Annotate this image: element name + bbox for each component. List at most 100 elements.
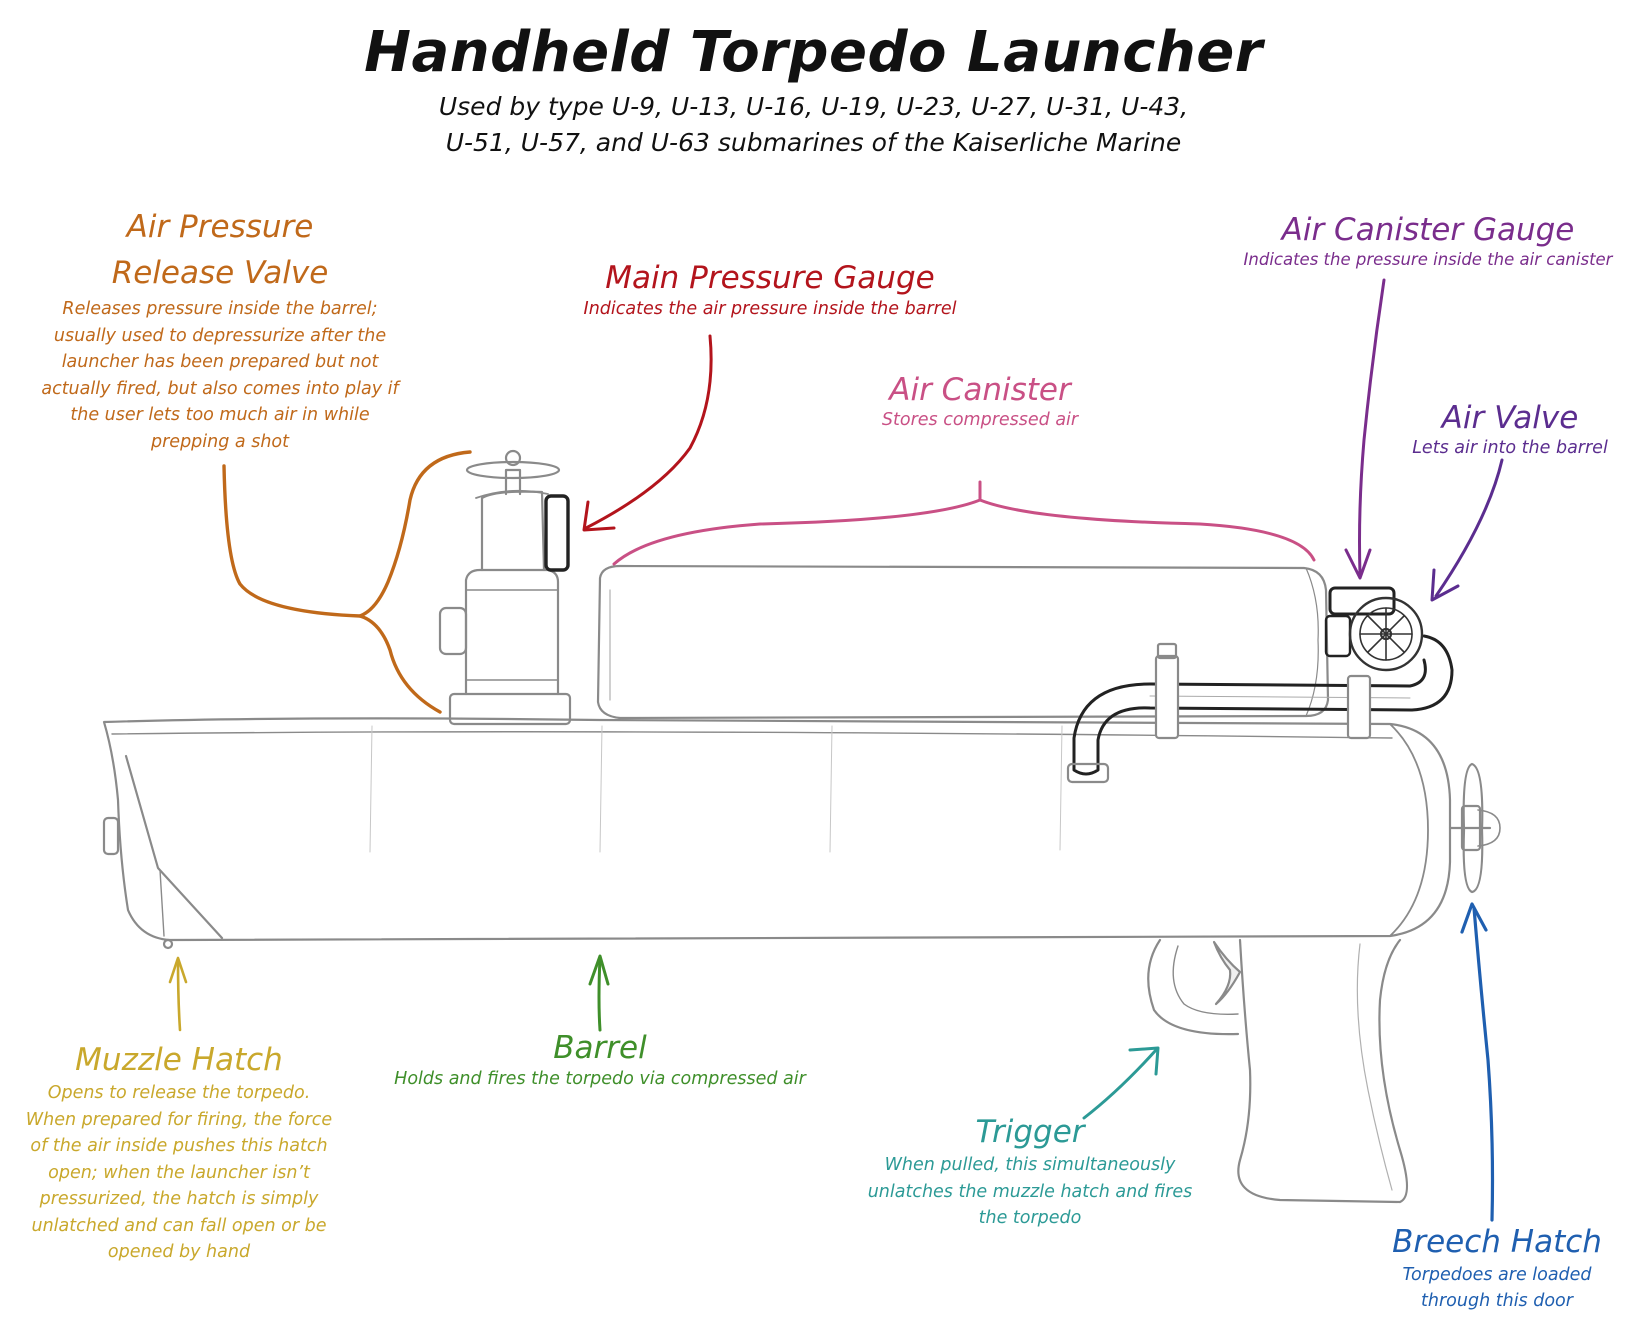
air-canister-gauge-arrow [1358, 278, 1386, 576]
barrel-arrow [597, 956, 602, 1032]
valve-side-knob [438, 606, 468, 656]
muzzle-hatch-desc-line-4: open; when the launcher isn’t [48, 1162, 310, 1183]
muzzle-hatch-door [124, 754, 224, 940]
air-valve-wheel [1348, 596, 1424, 672]
release-valve-bracket [358, 450, 472, 714]
label-air-valve: Air Valve Lets air into the barrel [1400, 398, 1620, 458]
main-pressure-gauge-name: Main Pressure Gauge [605, 260, 935, 296]
air-canister-nozzle [1324, 614, 1352, 658]
trigger-blade [1212, 940, 1242, 1006]
label-air-canister-gauge: Air Canister Gauge Indicates the pressur… [1230, 210, 1626, 270]
grip-outline [1237, 938, 1409, 1204]
main-pressure-gauge-arrowhead [582, 500, 616, 532]
muzzle-latch [162, 938, 174, 950]
trigger-desc-line-1: When pulled, this simultaneously [884, 1155, 1176, 1175]
trigger-arrow [1082, 1048, 1158, 1120]
main-pressure-gauge-arrow [584, 334, 713, 530]
air-canister-outline [596, 564, 1330, 720]
trigger-desc-line-2: unlatches the muzzle hatch and fires [867, 1181, 1193, 1202]
air-valve-desc: Lets air into the barrel [1412, 438, 1608, 458]
callouts [168, 278, 1504, 1222]
valve-cap [475, 489, 549, 499]
muzzle-hatch-desc-line-2: When prepared for firing, the force [25, 1109, 333, 1130]
valve-handwheel [465, 460, 561, 480]
valve-body [464, 568, 560, 696]
release-valve-name-line-1: Air Pressure [126, 209, 314, 245]
air-pipe-flange [1066, 762, 1110, 784]
release-valve-desc-line-4: actually fired, but also comes into play… [41, 378, 399, 399]
breech-wheel-hub [1460, 804, 1482, 852]
air-pipe [1072, 634, 1454, 776]
valve-neck [480, 490, 546, 572]
air-valve-name: Air Valve [1441, 400, 1579, 436]
breech-hatch-desc-line-2: through this door [1421, 1291, 1573, 1311]
breech-hatch-arrow [1472, 906, 1495, 1222]
grip-inner-line [1356, 943, 1393, 1191]
label-muzzle-hatch: Muzzle Hatch Opens to release the torped… [14, 1040, 344, 1266]
muzzle-hatch-arrowhead [168, 956, 188, 984]
trigger-name: Trigger [975, 1114, 1085, 1150]
release-valve-pointer [222, 464, 362, 618]
barrel-arrowhead [588, 954, 610, 986]
canister-gauge-body [1328, 586, 1396, 616]
release-valve-desc-line-1: Releases pressure inside the barrel; [62, 299, 378, 319]
trigger-guard-inner [1172, 945, 1239, 1015]
trigger-arrowhead [1128, 1046, 1160, 1076]
muzzle-hatch-name: Muzzle Hatch [75, 1042, 283, 1078]
air-canister-desc: Stores compressed air [881, 410, 1079, 430]
valve-handwheel-knob [504, 449, 522, 467]
main-pressure-gauge-desc: Indicates the air pressure inside the ba… [583, 299, 957, 319]
label-breech-hatch: Breech Hatch Torpedoes are loaded throug… [1372, 1222, 1622, 1314]
launcher-body [102, 449, 1501, 1204]
muzzle-hatch-arrow [176, 958, 182, 1032]
air-canister-gauge-desc: Indicates the pressure inside the air ca… [1243, 250, 1613, 269]
page-subtitle-line-2: U-51, U-57, and U-63 submarines of the K… [445, 128, 1182, 157]
air-valve-arrow [1434, 458, 1504, 598]
air-canister-name: Air Canister [889, 372, 1071, 408]
muzzle-hatch-desc-line-3: of the air inside pushes this hatch [30, 1136, 328, 1156]
release-valve-desc-line-2: usually used to depressurize after the [53, 325, 387, 346]
air-canister-gauge-arrowhead [1344, 548, 1372, 580]
air-canister-end [1305, 567, 1319, 717]
barrel-top-rim [111, 731, 1393, 739]
barrel-seam-2 [599, 725, 603, 853]
barrel-desc: Holds and fires the torpedo via compress… [394, 1069, 806, 1089]
breech-wheel-rim [1462, 762, 1484, 894]
label-barrel: Barrel Holds and fires the torpedo via c… [380, 1028, 820, 1090]
barrel-seam-4 [1059, 725, 1063, 851]
page-title: Handheld Torpedo Launcher [364, 20, 1263, 85]
label-main-pressure-gauge: Main Pressure Gauge Indicates the air pr… [560, 258, 980, 320]
air-valve-arrowhead [1430, 568, 1460, 602]
breech-hatch-name: Breech Hatch [1392, 1224, 1602, 1260]
muzzle-hatch-edge [159, 869, 165, 937]
barrel-seam-1 [369, 725, 373, 853]
release-valve-desc-line-6: prepping a shot [151, 431, 289, 452]
pressure-gauge-body [544, 494, 570, 572]
air-canister-gauge-name: Air Canister Gauge [1281, 212, 1575, 248]
air-valve-spokes [1359, 607, 1413, 661]
label-air-pressure-release-valve: Air Pressure Release Valve Releases pres… [20, 204, 420, 455]
muzzle-hatch-desc-line-1: Opens to release the torpedo. [47, 1083, 311, 1103]
muzzle-hinge [102, 816, 120, 856]
label-trigger: Trigger When pulled, this simultaneously… [860, 1112, 1200, 1232]
pipe-clamp-left [1154, 654, 1180, 740]
trigger-guard [1147, 938, 1240, 1036]
label-air-canister: Air Canister Stores compressed air [830, 370, 1130, 430]
release-valve-desc-line-5: the user lets too much air in while [70, 405, 370, 425]
pipe-clamp-left-cap [1156, 642, 1178, 660]
page-subtitle-line-1: Used by type U-9, U-13, U-16, U-19, U-23… [438, 92, 1189, 121]
muzzle-hatch-desc-line-5: pressurized, the hatch is simply [39, 1189, 319, 1209]
release-valve-name-line-2: Release Valve [111, 255, 329, 291]
valve-base [448, 692, 572, 726]
barrel-outline [102, 717, 1452, 942]
release-valve-desc-line-3: launcher has been prepared but not [61, 352, 379, 372]
valve-stem [504, 468, 522, 496]
trigger-desc-line-3: the torpedo [978, 1208, 1082, 1228]
barrel-end-cap [1389, 723, 1429, 937]
breech-wheel-knob [1477, 809, 1501, 847]
pipe-clamp-right [1346, 674, 1372, 740]
muzzle-hatch-desc-line-6: unlatched and can fall open or be [31, 1215, 327, 1236]
breech-hatch-desc-line-1: Torpedoes are loaded [1402, 1265, 1592, 1285]
